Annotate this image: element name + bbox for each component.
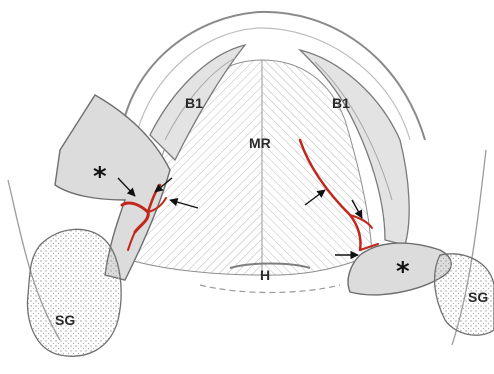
star-right: *	[396, 257, 410, 287]
label-sg-left: SG	[55, 312, 75, 328]
star-left: *	[93, 162, 107, 192]
label-b1-left: B1	[185, 95, 203, 111]
hyoid-lower-outline	[200, 285, 340, 293]
label-mr: MR	[249, 135, 271, 151]
label-sg-right: SG	[468, 289, 488, 305]
label-h: H	[260, 267, 270, 283]
label-b1-right: B1	[332, 95, 350, 111]
sg-left-gland	[27, 229, 121, 356]
